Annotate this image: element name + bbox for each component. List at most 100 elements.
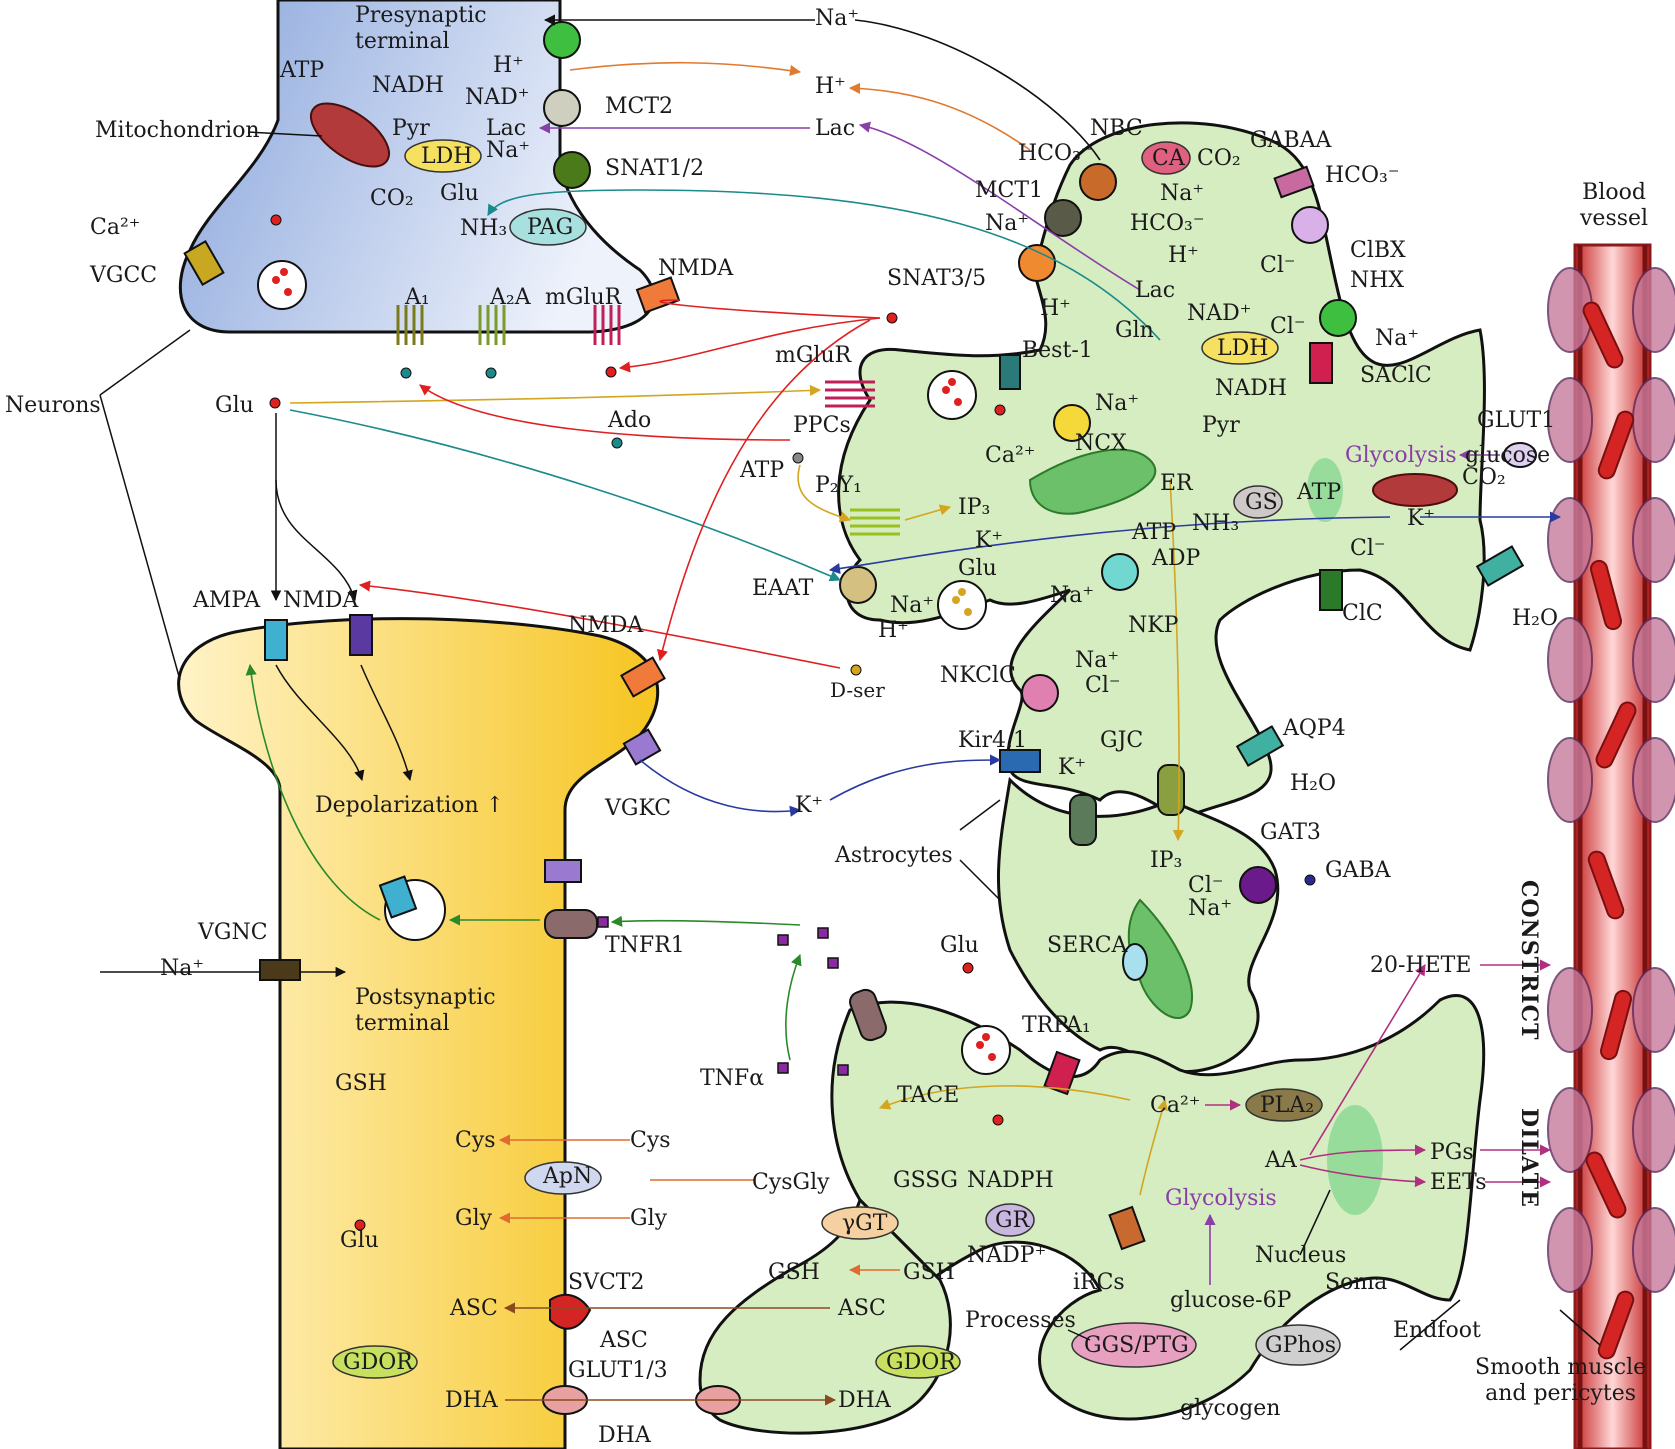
label-vgkc: VGKC	[605, 796, 672, 821]
label-ldh-pre: LDH	[421, 144, 473, 169]
label-ggs-ptg: GGS/PTG	[1084, 1333, 1189, 1358]
label-glu-ves: Glu	[940, 933, 979, 958]
er-lower	[1127, 898, 1193, 1020]
label-a2a: A₂A	[490, 285, 531, 310]
arrow-gln	[487, 189, 1161, 341]
label-ampa: AMPA	[193, 588, 261, 613]
mitochondrion-presynaptic	[310, 102, 390, 168]
mct2-circle	[543, 89, 581, 127]
label-ncx: NCX	[1075, 431, 1127, 456]
label-na-nkcl: Na⁺	[1075, 648, 1119, 673]
label-k-kir: K⁺	[1058, 755, 1087, 780]
label-na-gat: Na⁺	[1188, 896, 1232, 921]
label-cl-gat: Cl⁻	[1188, 873, 1224, 898]
label-glu-pre: Glu	[440, 181, 479, 206]
label-na-vgnc: Na⁺	[160, 956, 204, 981]
receptor-mglur-ast	[825, 380, 875, 408]
pericytes-left	[1547, 267, 1593, 1293]
arrow-aa-pgs	[1299, 1144, 1427, 1161]
arrow-ca-up	[1139, 1098, 1168, 1196]
na-channel-circle	[543, 21, 581, 59]
nhx-circle	[1319, 299, 1357, 337]
label-gphos: GPhos	[1265, 1333, 1337, 1358]
label-gaba: GABA	[1325, 858, 1391, 883]
label-glycogen: glycogen	[1180, 1396, 1281, 1421]
label-clc: ClC	[1342, 601, 1383, 626]
label-glu-cleft: Glu	[215, 393, 254, 418]
label-h2o-top: H₂O	[1512, 606, 1559, 631]
arrow-lac-ast	[858, 121, 1141, 291]
label-ppcs: PPCs	[793, 413, 851, 438]
label-na-top: Na⁺	[815, 6, 859, 31]
label-clbx: ClBX	[1350, 238, 1406, 263]
label-p2y1: P₂Y₁	[815, 473, 862, 498]
label-lac-ast: Lac	[1135, 278, 1176, 303]
label-glut1: GLUT1	[1477, 408, 1556, 433]
label-asc-out: ASC	[600, 1328, 648, 1353]
label-eets: EETs	[1430, 1170, 1487, 1195]
label-ca-pre: Ca²⁺	[90, 215, 141, 240]
nbc-circle	[1079, 163, 1117, 201]
label-processes: Processes	[965, 1308, 1076, 1333]
label-adp-nkp: ADP	[1152, 546, 1201, 571]
label-presynaptic: Presynaptic terminal	[355, 3, 487, 55]
label-gjc: GJC	[1100, 728, 1144, 753]
arrow-ca-tace	[878, 1085, 1131, 1110]
label-eaat: EAAT	[752, 576, 814, 601]
label-gs: GS	[1245, 490, 1278, 515]
label-na-nbc: Na⁺	[1160, 181, 1204, 206]
ncx-circle	[1053, 404, 1091, 442]
label-hco3-mid: HCO₃⁻	[1130, 211, 1205, 236]
label-apn: ApN	[543, 1164, 593, 1189]
label-nmda-pre: NMDA	[658, 256, 734, 281]
label-snat35: SNAT3/5	[887, 266, 987, 291]
nkp-circle	[1101, 553, 1139, 591]
red-blood-cells	[1582, 301, 1637, 1360]
nkclc-circle	[1021, 674, 1059, 712]
label-dha-out: DHA	[598, 1423, 651, 1448]
label-saclc: SAClC	[1360, 363, 1432, 388]
label-nadh-ast: NADH	[1215, 376, 1287, 401]
label-mct1: MCT1	[975, 178, 1044, 203]
label-atp-nkp: ATP	[1132, 520, 1177, 545]
atp-dot	[792, 452, 804, 464]
label-aa: AA	[1265, 1148, 1297, 1173]
dser-dot	[850, 664, 862, 676]
label-k-ast2: K⁺	[1407, 506, 1436, 531]
label-a1: A₁	[405, 285, 430, 310]
mitochondrion-astrocyte	[1372, 473, 1458, 507]
depolarization-arrows	[100, 413, 413, 978]
enzyme-ovals	[332, 139, 1341, 1379]
arrow-atp-p2y	[797, 464, 852, 523]
label-er: ER	[1160, 471, 1193, 496]
atp-nucleus	[1307, 458, 1343, 522]
arrow-ado	[419, 384, 791, 441]
label-co2-pre: CO₂	[370, 186, 414, 211]
label-gsh-ast-l: GSH	[768, 1260, 820, 1285]
label-atp-ast2: ATP	[1297, 480, 1342, 505]
label-nad-ast: NAD⁺	[1187, 301, 1252, 326]
mct1-circle	[1044, 199, 1082, 237]
receptor-a2a	[478, 305, 506, 345]
label-cysgly: CysGly	[752, 1170, 830, 1195]
arrow-glu-cleft	[289, 384, 822, 404]
glu-dots	[269, 214, 1006, 1231]
label-tnfa: TNFα	[700, 1066, 765, 1091]
label-gat3: GAT3	[1260, 820, 1321, 845]
label-h-eaat: H⁺	[878, 618, 909, 643]
label-na-eaat: Na⁺	[890, 593, 934, 618]
label-aqp4: AQP4	[1283, 716, 1346, 741]
label-irc: iRCs	[1073, 1270, 1125, 1295]
label-nh3-pre: NH₃	[460, 216, 508, 241]
label-best1: Best-1	[1022, 338, 1093, 363]
label-cl-gaba: Cl⁻	[1260, 253, 1296, 278]
label-hco3-nbc: HCO₃⁻	[1018, 141, 1093, 166]
label-vgcc: VGCC	[90, 263, 158, 288]
label-h-ast: H⁺	[1168, 243, 1199, 268]
label-constrict: CONSTRICT	[1516, 880, 1542, 1041]
arrow-aa-hete	[1309, 964, 1426, 1156]
label-co2-ast2: CO₂	[1462, 465, 1506, 490]
vesicles	[257, 260, 1011, 1075]
label-pyr-pre: Pyr	[392, 116, 430, 141]
label-pag: PAG	[527, 215, 574, 240]
